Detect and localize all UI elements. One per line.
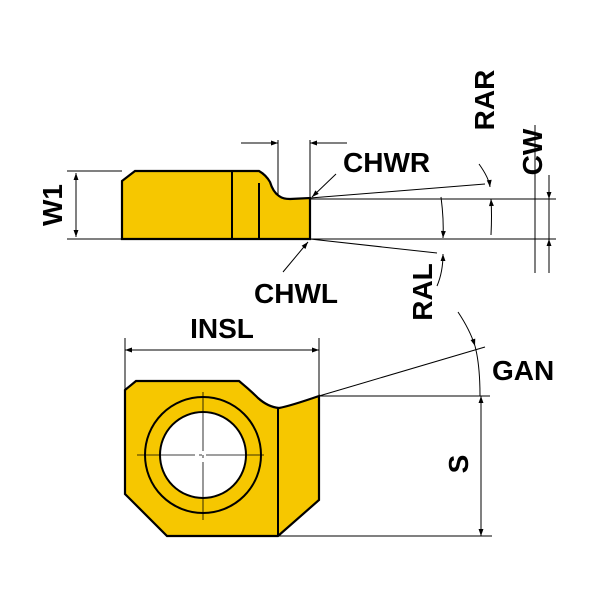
cw-label: CW [517, 128, 548, 175]
s-label: S [443, 455, 474, 474]
insert-side-view [120, 169, 312, 241]
gan-label: GAN [492, 355, 554, 386]
insert-top-view [123, 379, 321, 538]
insert-side-body [120, 169, 312, 241]
chwr-dimension: CHWR [241, 140, 430, 198]
rar-label: RAR [469, 70, 500, 131]
s-dimension: S [278, 396, 492, 537]
ral-dimension: RAL [407, 196, 446, 321]
rar-angle-line [309, 183, 486, 199]
gan-dimension: GAN [318, 311, 554, 397]
ral-angle-line [309, 238, 438, 254]
chwl-label: CHWL [254, 278, 338, 309]
rar-dimension: RAR [469, 70, 500, 236]
insl-dimension: INSL [124, 313, 320, 396]
chwl-dimension: CHWL [254, 241, 338, 309]
chwr-label: CHWR [343, 147, 430, 178]
w1-label: W1 [37, 184, 68, 226]
w1-dimension: W1 [37, 170, 540, 240]
cw-dimension: CW [517, 125, 556, 273]
insl-label: INSL [190, 313, 254, 344]
ral-label: RAL [407, 263, 438, 321]
